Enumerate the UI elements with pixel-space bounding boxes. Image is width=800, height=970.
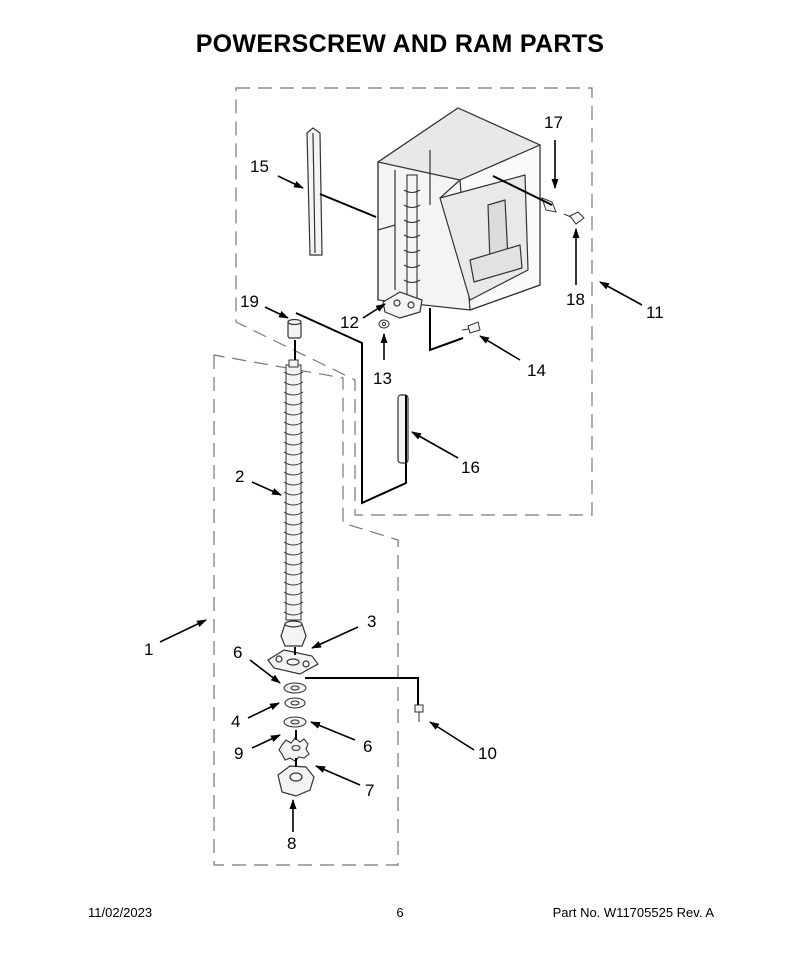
callout-6-upper: 6 (233, 643, 242, 662)
callout-9: 9 (234, 744, 243, 763)
part-19-coupler (287, 318, 302, 339)
connector-lines (294, 175, 553, 767)
part-14-screw (461, 321, 481, 334)
part-9-sprocket (278, 737, 310, 762)
part-7-nut (277, 765, 315, 797)
callout-4: 4 (231, 712, 240, 731)
part-12-bracket (382, 291, 423, 319)
callout-18: 18 (566, 290, 585, 309)
callout-16: 16 (461, 458, 480, 477)
footer-date: 11/02/2023 (88, 905, 153, 920)
callout-6-lower: 6 (363, 737, 372, 756)
housing-drive-shaft (403, 174, 421, 301)
callout-1: 1 (144, 640, 153, 659)
assembly-11-boundary (235, 87, 593, 516)
callout-2: 2 (235, 467, 244, 486)
part-10-screw (414, 704, 424, 722)
part-4-washer (284, 697, 306, 709)
callout-3: 3 (367, 612, 376, 631)
part-11-ram-housing (377, 107, 541, 311)
part-3-bearing (280, 620, 307, 647)
callout-10: 10 (478, 744, 497, 763)
part-15-strip (306, 127, 323, 256)
footer-part-number: Part No. W11705525 Rev. A (552, 905, 714, 920)
assembly-1-boundary (213, 354, 399, 866)
callout-12: 12 (340, 313, 359, 332)
callout-14: 14 (527, 361, 546, 380)
part-13-nut (378, 319, 390, 329)
callout-19: 19 (240, 292, 259, 311)
footer-page-number: 6 (396, 905, 404, 920)
page-title: POWERSCREW AND RAM PARTS (195, 30, 605, 58)
callout-7: 7 (365, 781, 374, 800)
callout-8: 8 (287, 834, 296, 853)
part-18-screw (563, 211, 585, 225)
part-2-powerscrew (283, 359, 304, 621)
callout-labels: 15 17 18 11 19 12 13 14 16 2 1 3 6 4 6 9… (144, 113, 664, 853)
leader-arrows (159, 140, 643, 832)
callout-13: 13 (373, 369, 392, 388)
callout-15: 15 (250, 157, 269, 176)
callout-17: 17 (544, 113, 563, 132)
part-6-washer-upper (283, 682, 307, 694)
mount-plate (267, 649, 319, 675)
part-6-washer-lower (283, 716, 307, 728)
callout-11: 11 (646, 303, 664, 322)
